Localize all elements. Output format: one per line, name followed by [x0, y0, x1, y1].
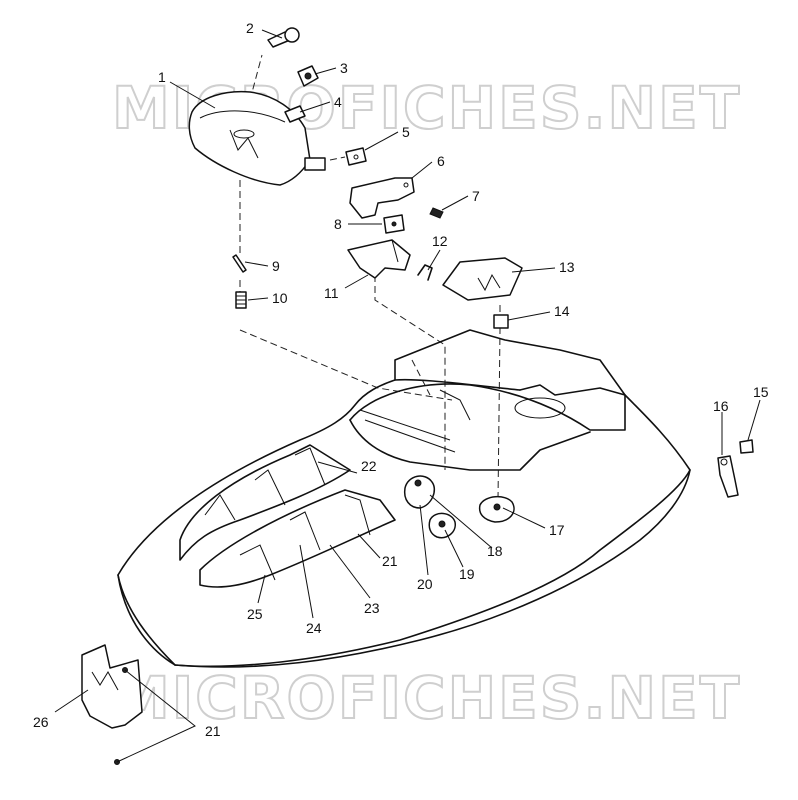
part-10-spring: [235, 291, 247, 309]
callout-9: 9: [272, 258, 280, 274]
callout-6: 6: [437, 153, 445, 169]
callout-25: 25: [247, 606, 263, 622]
leader-lines: [54, 29, 761, 713]
callout-16: 16: [713, 398, 729, 414]
part-26-bracket: [81, 644, 196, 765]
callout-14: 14: [554, 303, 570, 319]
callout-10: 10: [272, 290, 288, 306]
callout-2: 2: [246, 20, 254, 36]
part-6-bracket: [349, 177, 415, 219]
part-11-bracket: [347, 239, 411, 279]
part-13-cover: [442, 257, 523, 301]
part-2-bulb: [267, 27, 300, 48]
part-8-pad: [383, 214, 405, 234]
part-7-screw: [429, 207, 444, 219]
callouts: 1 2 3 4 5 6 7 8 9 10 11 12 13 14 15 16 1…: [33, 20, 769, 739]
part-9-pin: [232, 254, 247, 273]
callout-5: 5: [402, 124, 410, 140]
callout-15: 15: [753, 384, 769, 400]
part-15-cap: [739, 439, 754, 454]
callout-21a: 21: [382, 553, 398, 569]
callout-3: 3: [340, 60, 348, 76]
callout-19: 19: [459, 566, 475, 582]
callout-12: 12: [432, 233, 448, 249]
hood-body: [117, 329, 691, 668]
callout-13: 13: [559, 259, 575, 275]
watermark-bottom: MICROFICHES.NET: [112, 664, 741, 732]
callout-24: 24: [306, 620, 322, 636]
part-4-clip: [284, 105, 306, 123]
callout-17: 17: [549, 522, 565, 538]
part-12-clip: [417, 264, 433, 281]
part-14-grommet: [493, 314, 509, 329]
headlight-pod: [188, 90, 326, 186]
callout-22: 22: [361, 458, 377, 474]
callout-11: 11: [324, 285, 339, 301]
callout-4: 4: [334, 94, 342, 110]
callout-21b: 21: [205, 723, 221, 739]
callout-18: 18: [487, 543, 503, 559]
callout-7: 7: [472, 188, 480, 204]
callout-23: 23: [364, 600, 380, 616]
callout-20: 20: [417, 576, 433, 592]
callout-8: 8: [334, 216, 342, 232]
part-16-latch: [717, 455, 739, 498]
callout-1: 1: [158, 69, 166, 85]
callout-26: 26: [33, 714, 49, 730]
part-3-socket: [297, 65, 319, 87]
part-5-pad: [345, 147, 367, 166]
